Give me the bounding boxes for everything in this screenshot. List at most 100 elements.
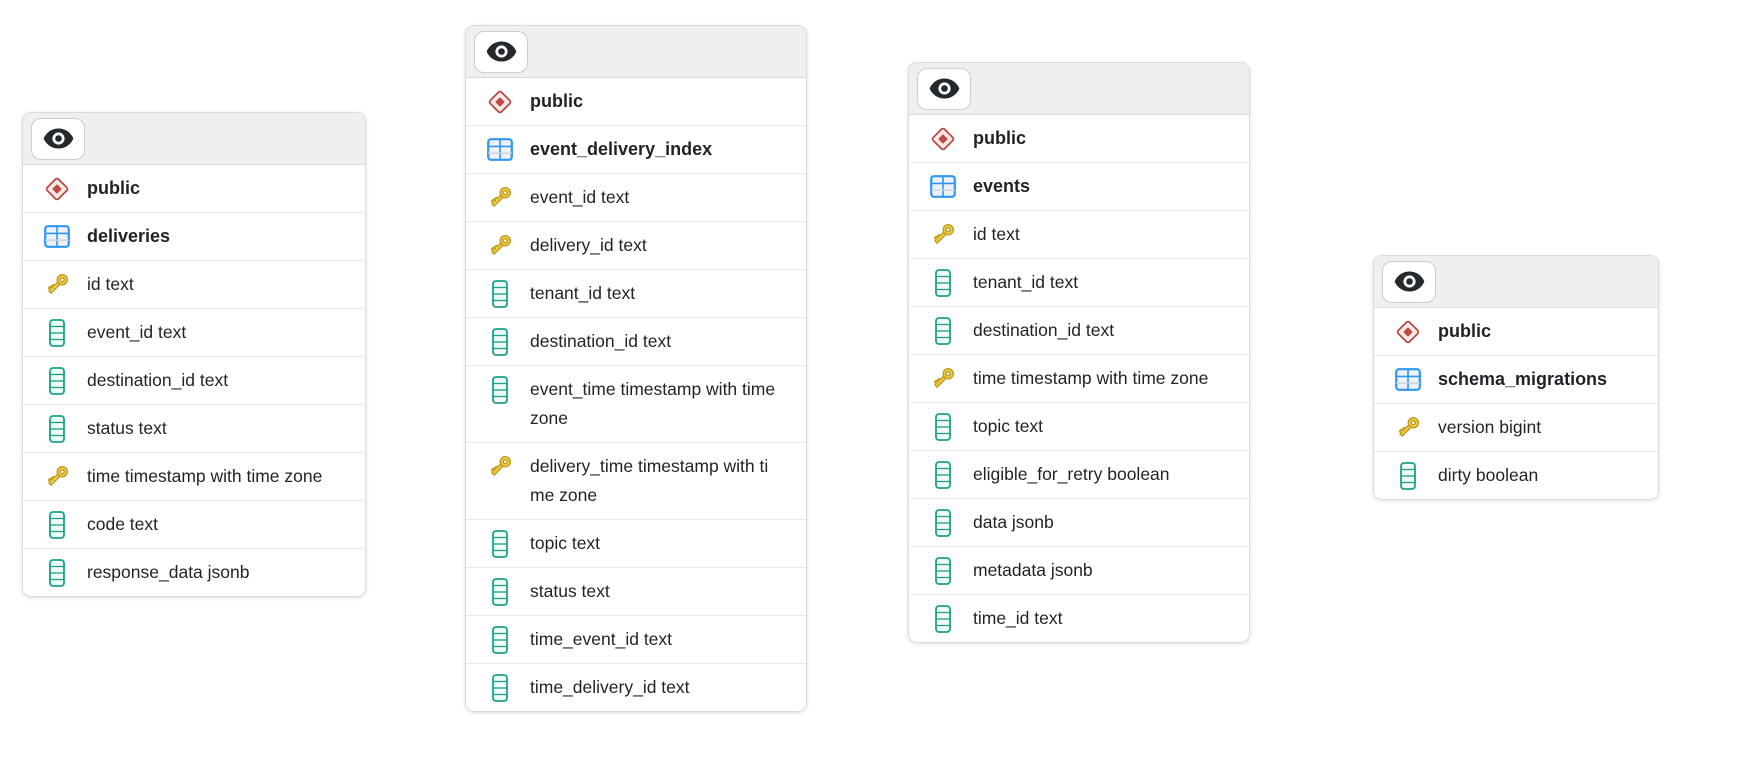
primary-key-icon [490, 456, 511, 476]
column-label: destination_id text [973, 320, 1115, 340]
schema-label: public [973, 128, 1026, 148]
primary-key-icon [929, 220, 957, 249]
column-label: response_data jsonb [87, 562, 250, 582]
column-icon [935, 316, 951, 345]
table-card-header [1374, 256, 1658, 308]
visibility-toggle-button[interactable] [31, 117, 85, 160]
column-row: id text [23, 260, 365, 308]
column-row: tenant_id text [909, 258, 1249, 306]
column-label: destination_id text [530, 331, 672, 351]
column-icon [935, 412, 951, 441]
primary-key-icon [43, 462, 71, 491]
column-icon [43, 318, 71, 347]
column-icon [935, 556, 951, 585]
schema-row: public [23, 165, 365, 212]
column-row: dirty boolean [1374, 451, 1658, 499]
table-card[interactable]: public events id text tenant_ [908, 62, 1250, 643]
table-name-row: events [909, 162, 1249, 210]
column-label: id text [87, 274, 134, 294]
column-icon [492, 375, 508, 404]
column-icon [929, 316, 957, 345]
column-label: time_id text [973, 608, 1063, 628]
primary-key-icon [933, 224, 954, 244]
table-name-row: schema_migrations [1374, 355, 1658, 403]
schema-diamond-icon [1394, 317, 1422, 346]
column-icon [43, 510, 71, 539]
table-label: deliveries [87, 226, 171, 246]
column-icon [935, 460, 951, 489]
primary-key-icon [1398, 417, 1419, 437]
column-label: time timestamp with time zone [973, 368, 1209, 388]
schema-diamond-icon [43, 174, 71, 203]
column-label: delivery_time timestamp with time zone [530, 456, 769, 505]
visibility-toggle-button[interactable] [1382, 260, 1436, 303]
primary-key-icon [486, 452, 514, 481]
table-card-header [466, 26, 806, 78]
column-icon [929, 508, 957, 537]
column-icon [935, 604, 951, 633]
primary-key-icon [47, 466, 68, 486]
column-icon [492, 327, 508, 356]
column-icon [492, 673, 508, 702]
table-name-row: deliveries [23, 212, 365, 260]
column-row: destination_id text [909, 306, 1249, 354]
column-label: destination_id text [87, 370, 229, 390]
column-icon [935, 508, 951, 537]
column-icon [43, 414, 71, 443]
eye-icon [1394, 271, 1424, 292]
column-row: code text [23, 500, 365, 548]
column-icon [492, 625, 508, 654]
column-label: time timestamp with time zone [87, 466, 323, 486]
table-grid-icon [43, 222, 71, 251]
primary-key-icon [490, 187, 511, 207]
column-label: version bigint [1438, 417, 1542, 437]
column-label: event_id text [530, 187, 630, 207]
column-row: data jsonb [909, 498, 1249, 546]
column-row: event_id text [23, 308, 365, 356]
column-icon [929, 604, 957, 633]
visibility-toggle-button[interactable] [474, 30, 528, 73]
primary-key-icon [486, 183, 514, 212]
column-icon [929, 460, 957, 489]
column-row: topic text [466, 519, 806, 567]
table-name-row: event_delivery_index [466, 125, 806, 173]
primary-key-icon [1394, 413, 1422, 442]
schema-label: public [530, 91, 583, 111]
column-icon [929, 556, 957, 585]
eye-icon [486, 41, 516, 62]
column-row: time_event_id text [466, 615, 806, 663]
schema-row: public [1374, 308, 1658, 355]
column-label: status text [530, 581, 610, 601]
table-card[interactable]: public schema_migrations version bigint [1373, 255, 1659, 500]
table-card[interactable]: public deliveries id text eve [22, 112, 366, 597]
table-card[interactable]: public event_delivery_index event_id tex… [465, 25, 807, 712]
column-label: topic text [530, 533, 601, 553]
column-icon [49, 366, 65, 395]
column-label: data jsonb [973, 512, 1054, 532]
column-label: tenant_id text [530, 283, 636, 303]
column-icon [486, 673, 514, 702]
column-row: destination_id text [466, 317, 806, 365]
column-row: event_id text [466, 173, 806, 221]
primary-key-icon [490, 235, 511, 255]
column-row: topic text [909, 402, 1249, 450]
column-row: id text [909, 210, 1249, 258]
column-icon [43, 366, 71, 395]
table-label: events [973, 176, 1031, 196]
eye-icon [43, 128, 73, 149]
column-icon [929, 412, 957, 441]
column-icon [486, 529, 514, 558]
column-row: delivery_time timestamp with time zone [466, 442, 806, 519]
column-row: event_time timestamp with time zone [466, 365, 806, 442]
visibility-toggle-button[interactable] [917, 67, 971, 110]
column-row: time_id text [909, 594, 1249, 642]
column-icon [486, 625, 514, 654]
schema-diamond-icon [929, 124, 957, 153]
column-icon [486, 375, 514, 404]
column-label: dirty boolean [1438, 465, 1539, 485]
schema-row: public [909, 115, 1249, 162]
column-row: time timestamp with time zone [909, 354, 1249, 402]
schema-diamond-icon [486, 87, 514, 116]
column-row: response_data jsonb [23, 548, 365, 596]
